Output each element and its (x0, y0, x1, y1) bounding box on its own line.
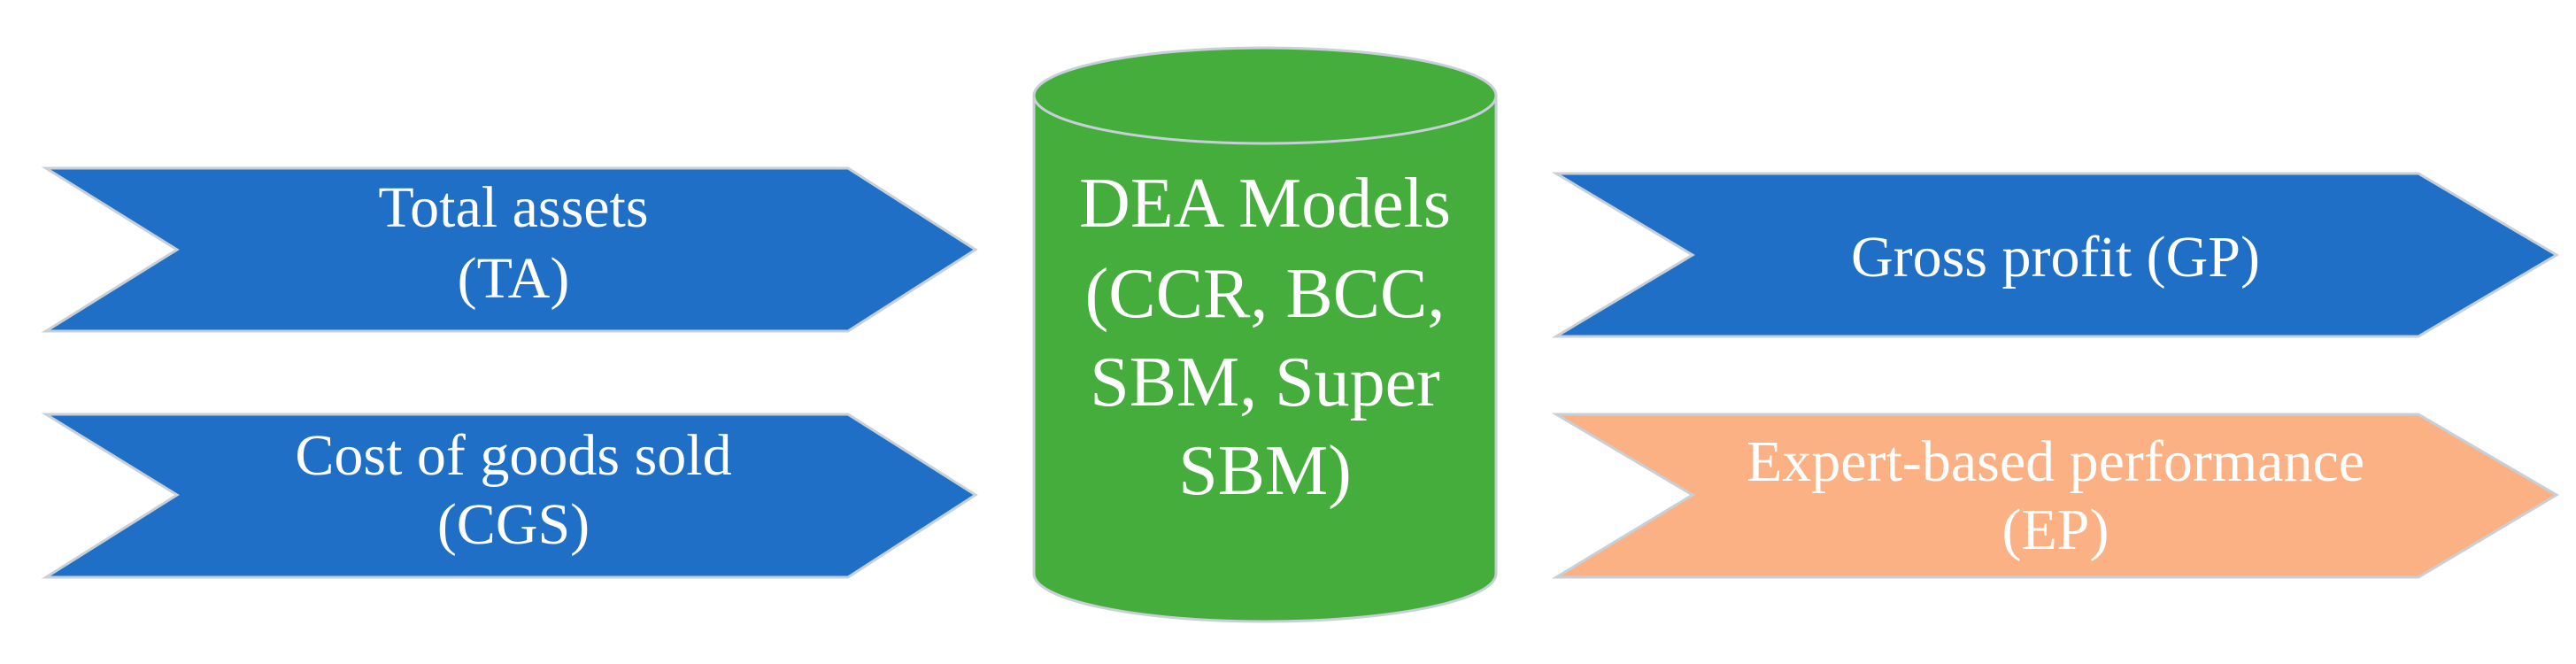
input-arrow-total-assets: Total assets (TA) (41, 166, 978, 333)
input-arrow-shape (41, 413, 978, 579)
input-label-line1: Cost of goods sold (295, 423, 731, 488)
output-arrow-expert-based-performance: Expert-based performance (EP) (1551, 413, 2559, 579)
output-arrow-gross-profit: Gross profit (GP) (1551, 172, 2559, 338)
model-label-line3: SBM, Super (1090, 344, 1440, 421)
cylinder-body (1032, 94, 1498, 623)
input-arrow-shape (41, 166, 978, 333)
output-arrow-shape (1551, 413, 2559, 579)
output-label-line1: Expert-based performance (1747, 429, 2364, 494)
output-arrow-shape (1551, 172, 2559, 338)
model-label-line1: DEA Models (1079, 165, 1451, 243)
input-label-line1: Total assets (378, 175, 648, 240)
cylinder-top (1032, 46, 1498, 145)
input-label-line2: (TA) (458, 246, 570, 311)
output-label-line1: Gross profit (GP) (1851, 225, 2260, 290)
model-label-line4: SBM) (1178, 432, 1352, 510)
output-label-line2: (EP) (2002, 498, 2109, 562)
input-label-line2: (CGS) (437, 492, 590, 557)
dea-models-cylinder: DEA Models (CCR, BCC, SBM, Super SBM) (1032, 46, 1498, 623)
input-arrow-cost-of-goods-sold: Cost of goods sold (CGS) (41, 413, 978, 579)
model-label-line2: (CCR, BCC, (1085, 255, 1446, 333)
